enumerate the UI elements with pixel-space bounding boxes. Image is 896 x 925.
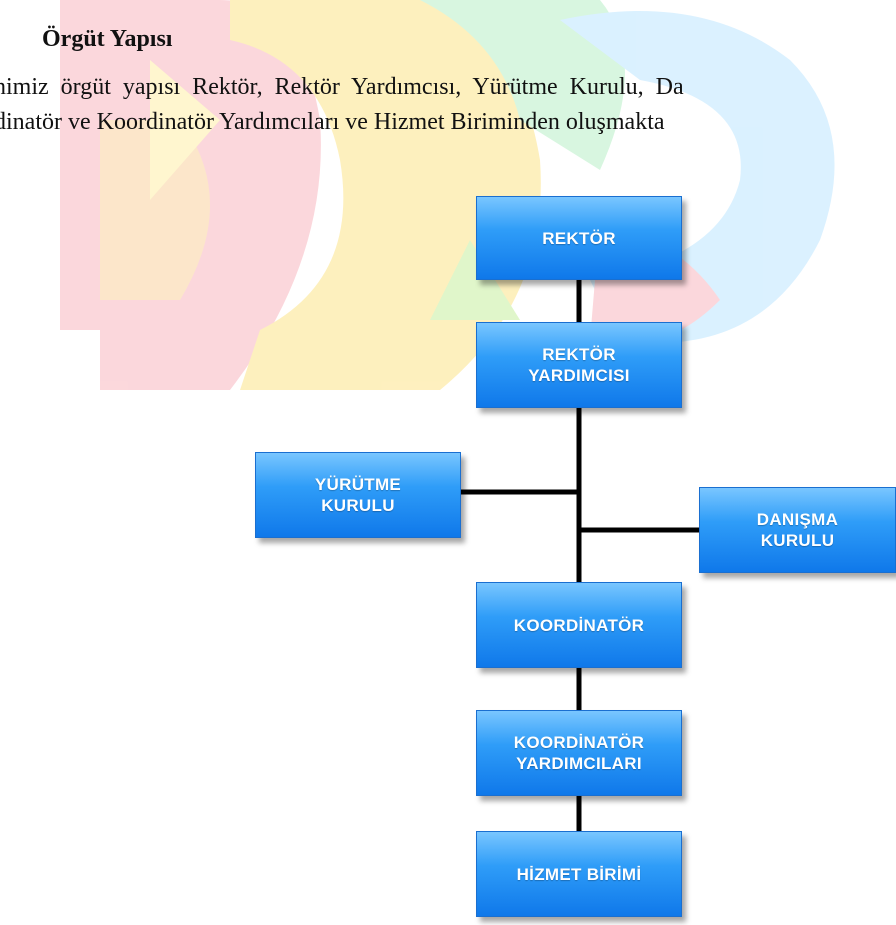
node-koordinator-yardimcilari-label: KOORDİNATÖR YARDIMCILARI (513, 733, 645, 773)
node-rektor-yardimcisi-label: REKTÖR YARDIMCISI (528, 345, 630, 385)
node-danisma-kurulu-label: DANIŞMA KURULU (756, 510, 839, 550)
node-danisma-kurulu: DANIŞMA KURULU (699, 487, 896, 573)
node-yurutme-kurulu-label: YÜRÜTME KURULU (314, 475, 402, 515)
section-heading: Örgüt Yapısı (42, 26, 173, 52)
paragraph-line-2: rdinatör ve Koordinatör Yardımcıları ve … (0, 109, 665, 135)
node-rektor-yardimcisi: REKTÖR YARDIMCISI (476, 322, 682, 408)
node-yurutme-kurulu: YÜRÜTME KURULU (255, 452, 461, 538)
node-koordinator-label: KOORDİNATÖR (513, 615, 645, 635)
paragraph-line-1: nimiz örgüt yapısı Rektör, Rektör Yardım… (0, 74, 684, 100)
node-koordinator-yardimcilari: KOORDİNATÖR YARDIMCILARI (476, 710, 682, 796)
node-hizmet-birimi-label: HİZMET BİRİMİ (516, 864, 642, 884)
section-paragraph: nimiz örgüt yapısı Rektör, Rektör Yardım… (0, 70, 896, 140)
node-rektor: REKTÖR (476, 196, 682, 280)
node-hizmet-birimi: HİZMET BİRİMİ (476, 831, 682, 917)
node-koordinator: KOORDİNATÖR (476, 582, 682, 668)
node-rektor-label: REKTÖR (542, 228, 616, 248)
